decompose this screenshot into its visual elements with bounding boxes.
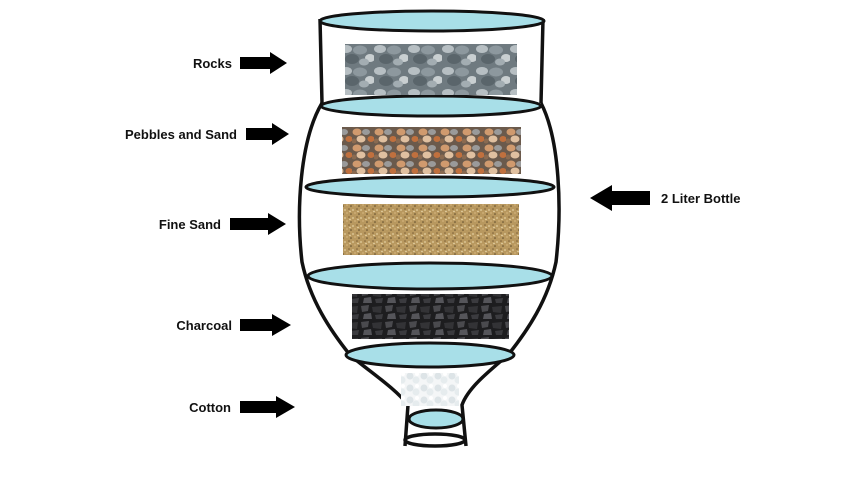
water-disc-neck <box>407 408 465 430</box>
arrow-bottle-icon <box>590 185 650 211</box>
fine-sand-layer <box>343 204 519 255</box>
arrows <box>230 52 650 418</box>
water-disc-top <box>318 9 546 33</box>
bottle-neck-outline <box>318 18 545 104</box>
label-pebbles-and-sand: Pebbles and Sand <box>125 127 237 142</box>
water-disc-4 <box>306 261 554 291</box>
charcoal-layer <box>352 294 509 339</box>
water-disc-2 <box>319 94 543 118</box>
bottle-cap-rim <box>403 432 467 448</box>
arrow-rocks-icon <box>240 52 287 74</box>
bottle <box>297 18 561 448</box>
arrow-charcoal-icon <box>240 314 291 336</box>
label-fine-sand: Fine Sand <box>159 217 221 232</box>
bottle-body-outline <box>297 102 561 447</box>
arrow-pebbles-icon <box>246 123 289 145</box>
label-cotton: Cotton <box>189 400 231 415</box>
label-rocks: Rocks <box>193 56 232 71</box>
left-labels: Rocks Pebbles and Sand Fine Sand Charcoa… <box>125 56 237 415</box>
water-disc-3 <box>304 175 556 199</box>
rocks-layer <box>345 44 517 95</box>
water-disc-5 <box>344 341 516 369</box>
filter-layers <box>342 44 521 406</box>
label-charcoal: Charcoal <box>176 318 232 333</box>
label-2-liter-bottle: 2 Liter Bottle <box>661 191 740 206</box>
water-discs <box>304 9 556 430</box>
arrow-fine-sand-icon <box>230 213 286 235</box>
pebbles-layer <box>342 127 521 174</box>
arrow-cotton-icon <box>240 396 295 418</box>
cotton-layer <box>401 373 459 406</box>
